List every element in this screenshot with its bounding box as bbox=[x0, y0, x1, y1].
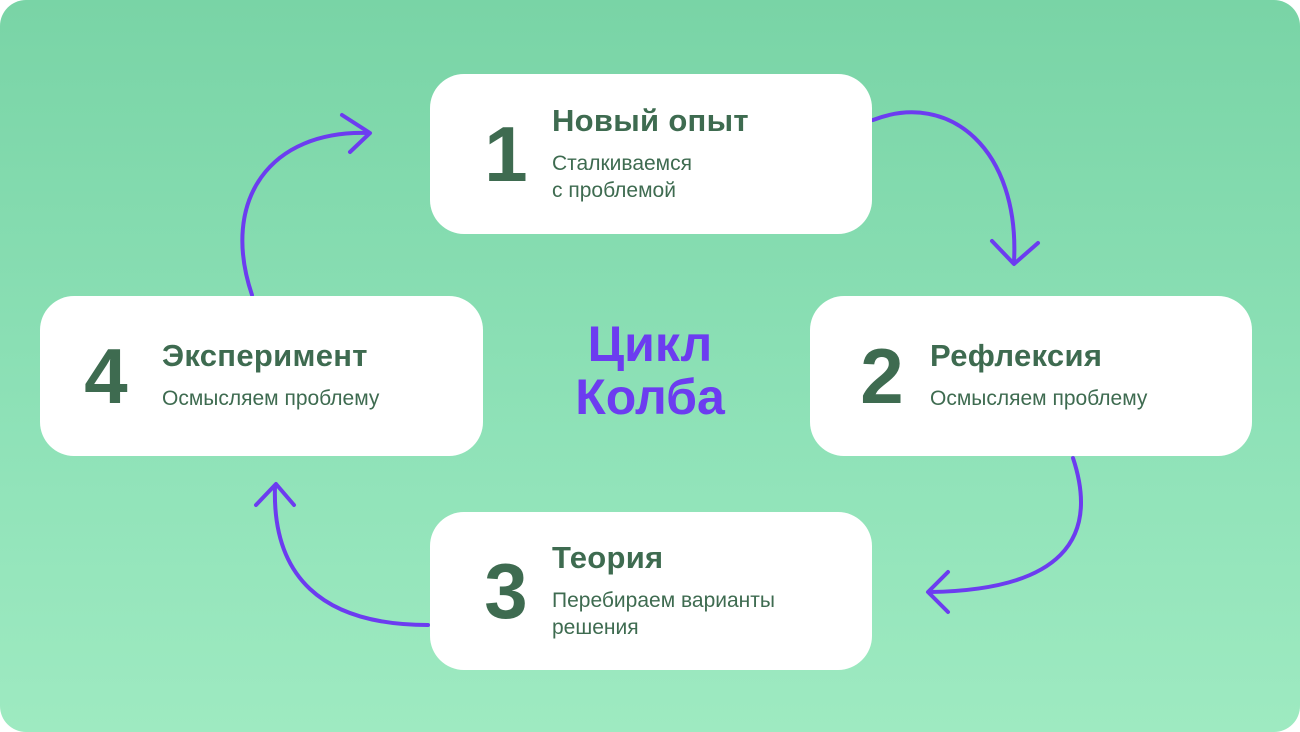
step-card-1: 1 Новый опыт Сталкиваемся с проблемой bbox=[430, 74, 872, 234]
step-title: Новый опыт bbox=[552, 102, 749, 138]
cycle-title-line: Колба bbox=[575, 369, 725, 425]
step-description-line: Перебираем варианты bbox=[552, 588, 775, 612]
step-number: 3 bbox=[484, 547, 528, 635]
step-description-line: Осмысляем проблему bbox=[162, 387, 380, 411]
step-card-3: 3 Теория Перебираем варианты решения bbox=[430, 512, 872, 670]
arrow-3-to-4 bbox=[272, 484, 430, 627]
arrow-1-to-2 bbox=[871, 110, 1017, 264]
step-description-line: с проблемой bbox=[552, 179, 676, 203]
cycle-title-line: Цикл bbox=[587, 316, 713, 372]
arrowhead-1-to-2 bbox=[990, 239, 1040, 266]
step-description: Перебираем варианты решения bbox=[552, 587, 775, 642]
arrowhead-4-to-1 bbox=[340, 113, 372, 154]
step-description: Осмысляем проблему bbox=[930, 385, 1147, 412]
step-description-line: Сталкиваемся bbox=[552, 151, 692, 175]
step-description: Осмысляем проблему bbox=[162, 385, 379, 412]
arrow-2-to-3 bbox=[928, 456, 1083, 594]
cycle-title: Цикл Колба bbox=[510, 318, 790, 424]
arrowhead-3-to-4 bbox=[254, 482, 296, 507]
step-title: Эксперимент bbox=[162, 338, 368, 374]
step-description-line: Осмысляем проблему bbox=[930, 387, 1148, 411]
step-title: Теория bbox=[552, 539, 664, 575]
step-number: 4 bbox=[84, 332, 128, 420]
step-card-2: 2 Рефлексия Осмысляем проблему bbox=[810, 296, 1252, 456]
step-title: Рефлексия bbox=[930, 338, 1103, 374]
step-description: Сталкиваемся с проблемой bbox=[552, 150, 749, 205]
step-number: 1 bbox=[484, 110, 528, 198]
arrow-4-to-1 bbox=[240, 130, 370, 297]
step-description-line: решения bbox=[552, 616, 639, 640]
arrowhead-2-to-3 bbox=[926, 570, 950, 614]
step-card-4: 4 Эксперимент Осмысляем проблему bbox=[40, 296, 483, 456]
step-number: 2 bbox=[860, 332, 904, 420]
